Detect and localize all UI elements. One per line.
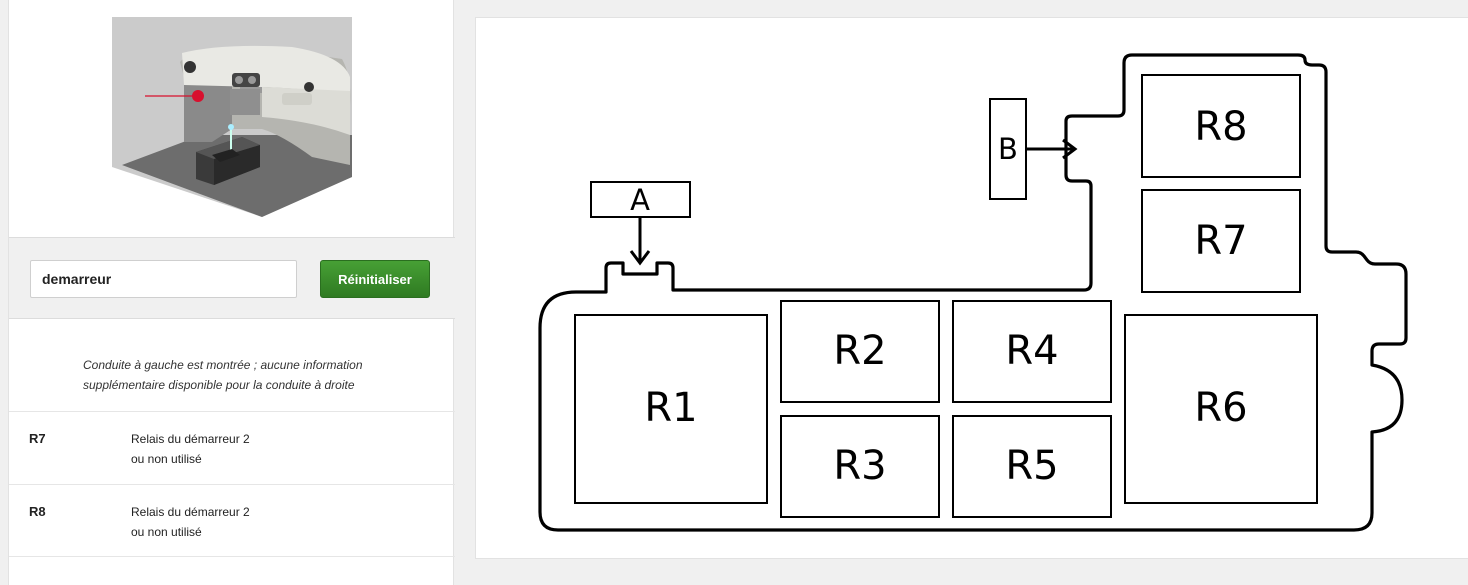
search-input[interactable] <box>30 260 297 298</box>
location-marker-icon <box>192 90 204 102</box>
relay-box-diagram: R1 R2 R3 R4 R5 R6 R7 R8 A B <box>475 17 1468 559</box>
relay-r1-label: R1 <box>644 385 697 431</box>
search-bar: Réinitialiser <box>9 237 455 319</box>
reset-button[interactable]: Réinitialiser <box>320 260 430 298</box>
relay-row-r7: R7 Relais du démarreur 2 ou non utilisé <box>9 411 455 484</box>
relay-r5 <box>952 415 1112 518</box>
connector-a-arrowhead <box>629 250 651 266</box>
relay-r2 <box>780 300 940 403</box>
relay-r5-label: R5 <box>1005 443 1058 489</box>
relay-description-line-2: ou non utilisé <box>131 525 202 539</box>
connector-a-label: A <box>630 183 650 217</box>
relay-r6-label: R6 <box>1194 385 1247 431</box>
connector-b-label: B <box>998 132 1018 166</box>
note-line-1: Conduite à gauche est montrée ; aucune i… <box>83 358 363 372</box>
relay-box-diagram-svg: R1 R2 R3 R4 R5 R6 R7 R8 A B <box>538 53 1408 532</box>
note-text: Conduite à gauche est montrée ; aucune i… <box>83 355 423 395</box>
relay-r2-label: R2 <box>833 328 886 374</box>
relay-description: Relais du démarreur 2 ou non utilisé <box>131 429 250 469</box>
relay-r7 <box>1141 189 1301 293</box>
relay-description-line-2: ou non utilisé <box>131 452 202 466</box>
relay-r1 <box>574 314 768 504</box>
relay-box-outline <box>538 53 1408 532</box>
relay-code: R8 <box>29 504 46 519</box>
relay-list: R7 Relais du démarreur 2 ou non utilisé … <box>9 411 455 557</box>
relay-description-line-1: Relais du démarreur 2 <box>131 505 250 519</box>
relay-code: R7 <box>29 431 46 446</box>
note-line-2: supplémentaire disponible pour la condui… <box>83 378 355 392</box>
relay-row-r8: R8 Relais du démarreur 2 ou non utilisé <box>9 484 455 557</box>
dashboard-illustration <box>112 17 352 217</box>
relay-r8 <box>1141 74 1301 178</box>
relay-description: Relais du démarreur 2 ou non utilisé <box>131 502 250 542</box>
relay-r4 <box>952 300 1112 403</box>
relay-r3 <box>780 415 940 518</box>
dashboard-location-image <box>112 17 352 217</box>
relay-r7-label: R7 <box>1194 218 1247 264</box>
relay-r8-label: R8 <box>1194 104 1247 150</box>
relay-r3-label: R3 <box>833 443 886 489</box>
connector-b-arrowhead <box>1062 138 1078 160</box>
relay-description-line-1: Relais du démarreur 2 <box>131 432 250 446</box>
left-panel: Réinitialiser Conduite à gauche est mont… <box>8 0 455 585</box>
relay-r6 <box>1124 314 1318 504</box>
relay-r4-label: R4 <box>1005 328 1058 374</box>
